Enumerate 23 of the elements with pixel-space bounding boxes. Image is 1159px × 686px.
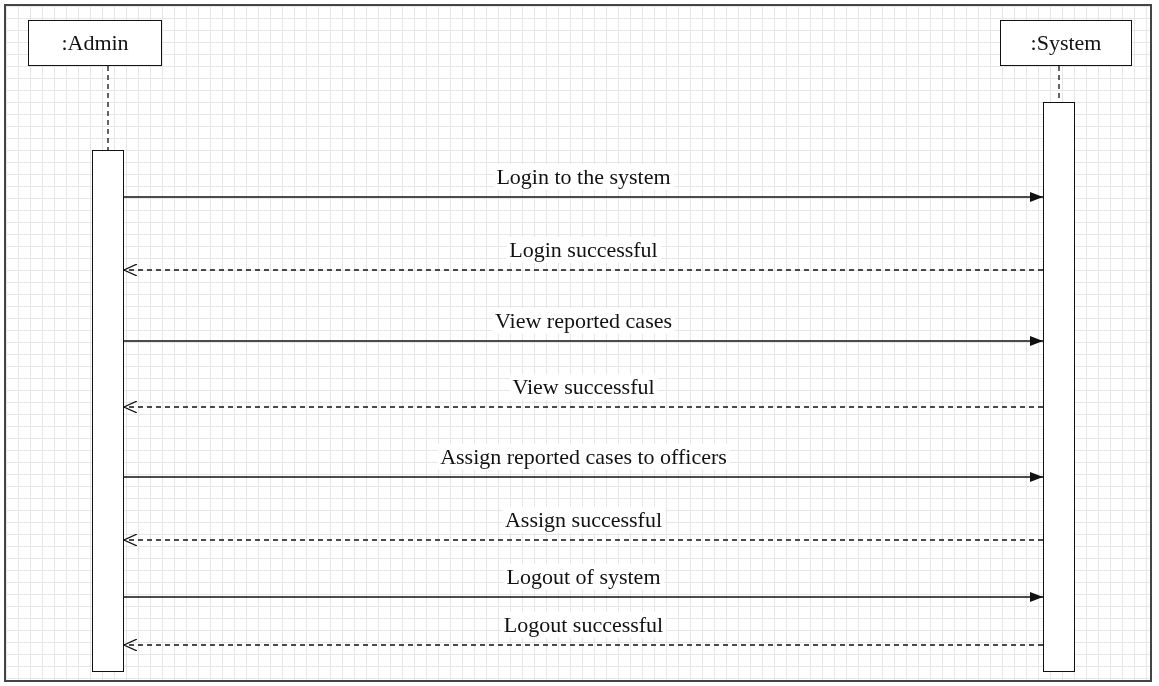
return-message-arrow xyxy=(123,533,1044,547)
return-message-arrow xyxy=(123,638,1044,652)
return-message-arrow xyxy=(123,400,1044,414)
message-label: Assign successful xyxy=(502,507,665,533)
lifeline-head-box xyxy=(28,20,162,66)
message-label: Assign reported cases to officers xyxy=(437,444,730,470)
message-label: View successful xyxy=(509,374,658,400)
message-arrow xyxy=(123,336,1044,346)
message-arrow xyxy=(123,592,1044,602)
activation-bar xyxy=(1043,102,1075,672)
message-label: Logout successful xyxy=(500,612,667,638)
message-arrow xyxy=(123,472,1044,482)
participant-name: :Admin xyxy=(61,30,129,56)
message-arrow xyxy=(123,192,1044,202)
message-label: Login to the system xyxy=(493,164,674,190)
lifeline-head-box xyxy=(1000,20,1132,66)
lifeline xyxy=(107,65,109,151)
message-label: View reported cases xyxy=(492,308,675,334)
message-label: Login successful xyxy=(506,237,661,263)
activation-bar xyxy=(92,150,124,672)
return-message-arrow xyxy=(123,263,1044,277)
message-label: Logout of system xyxy=(503,564,664,590)
participant-name: :System xyxy=(1030,30,1102,56)
